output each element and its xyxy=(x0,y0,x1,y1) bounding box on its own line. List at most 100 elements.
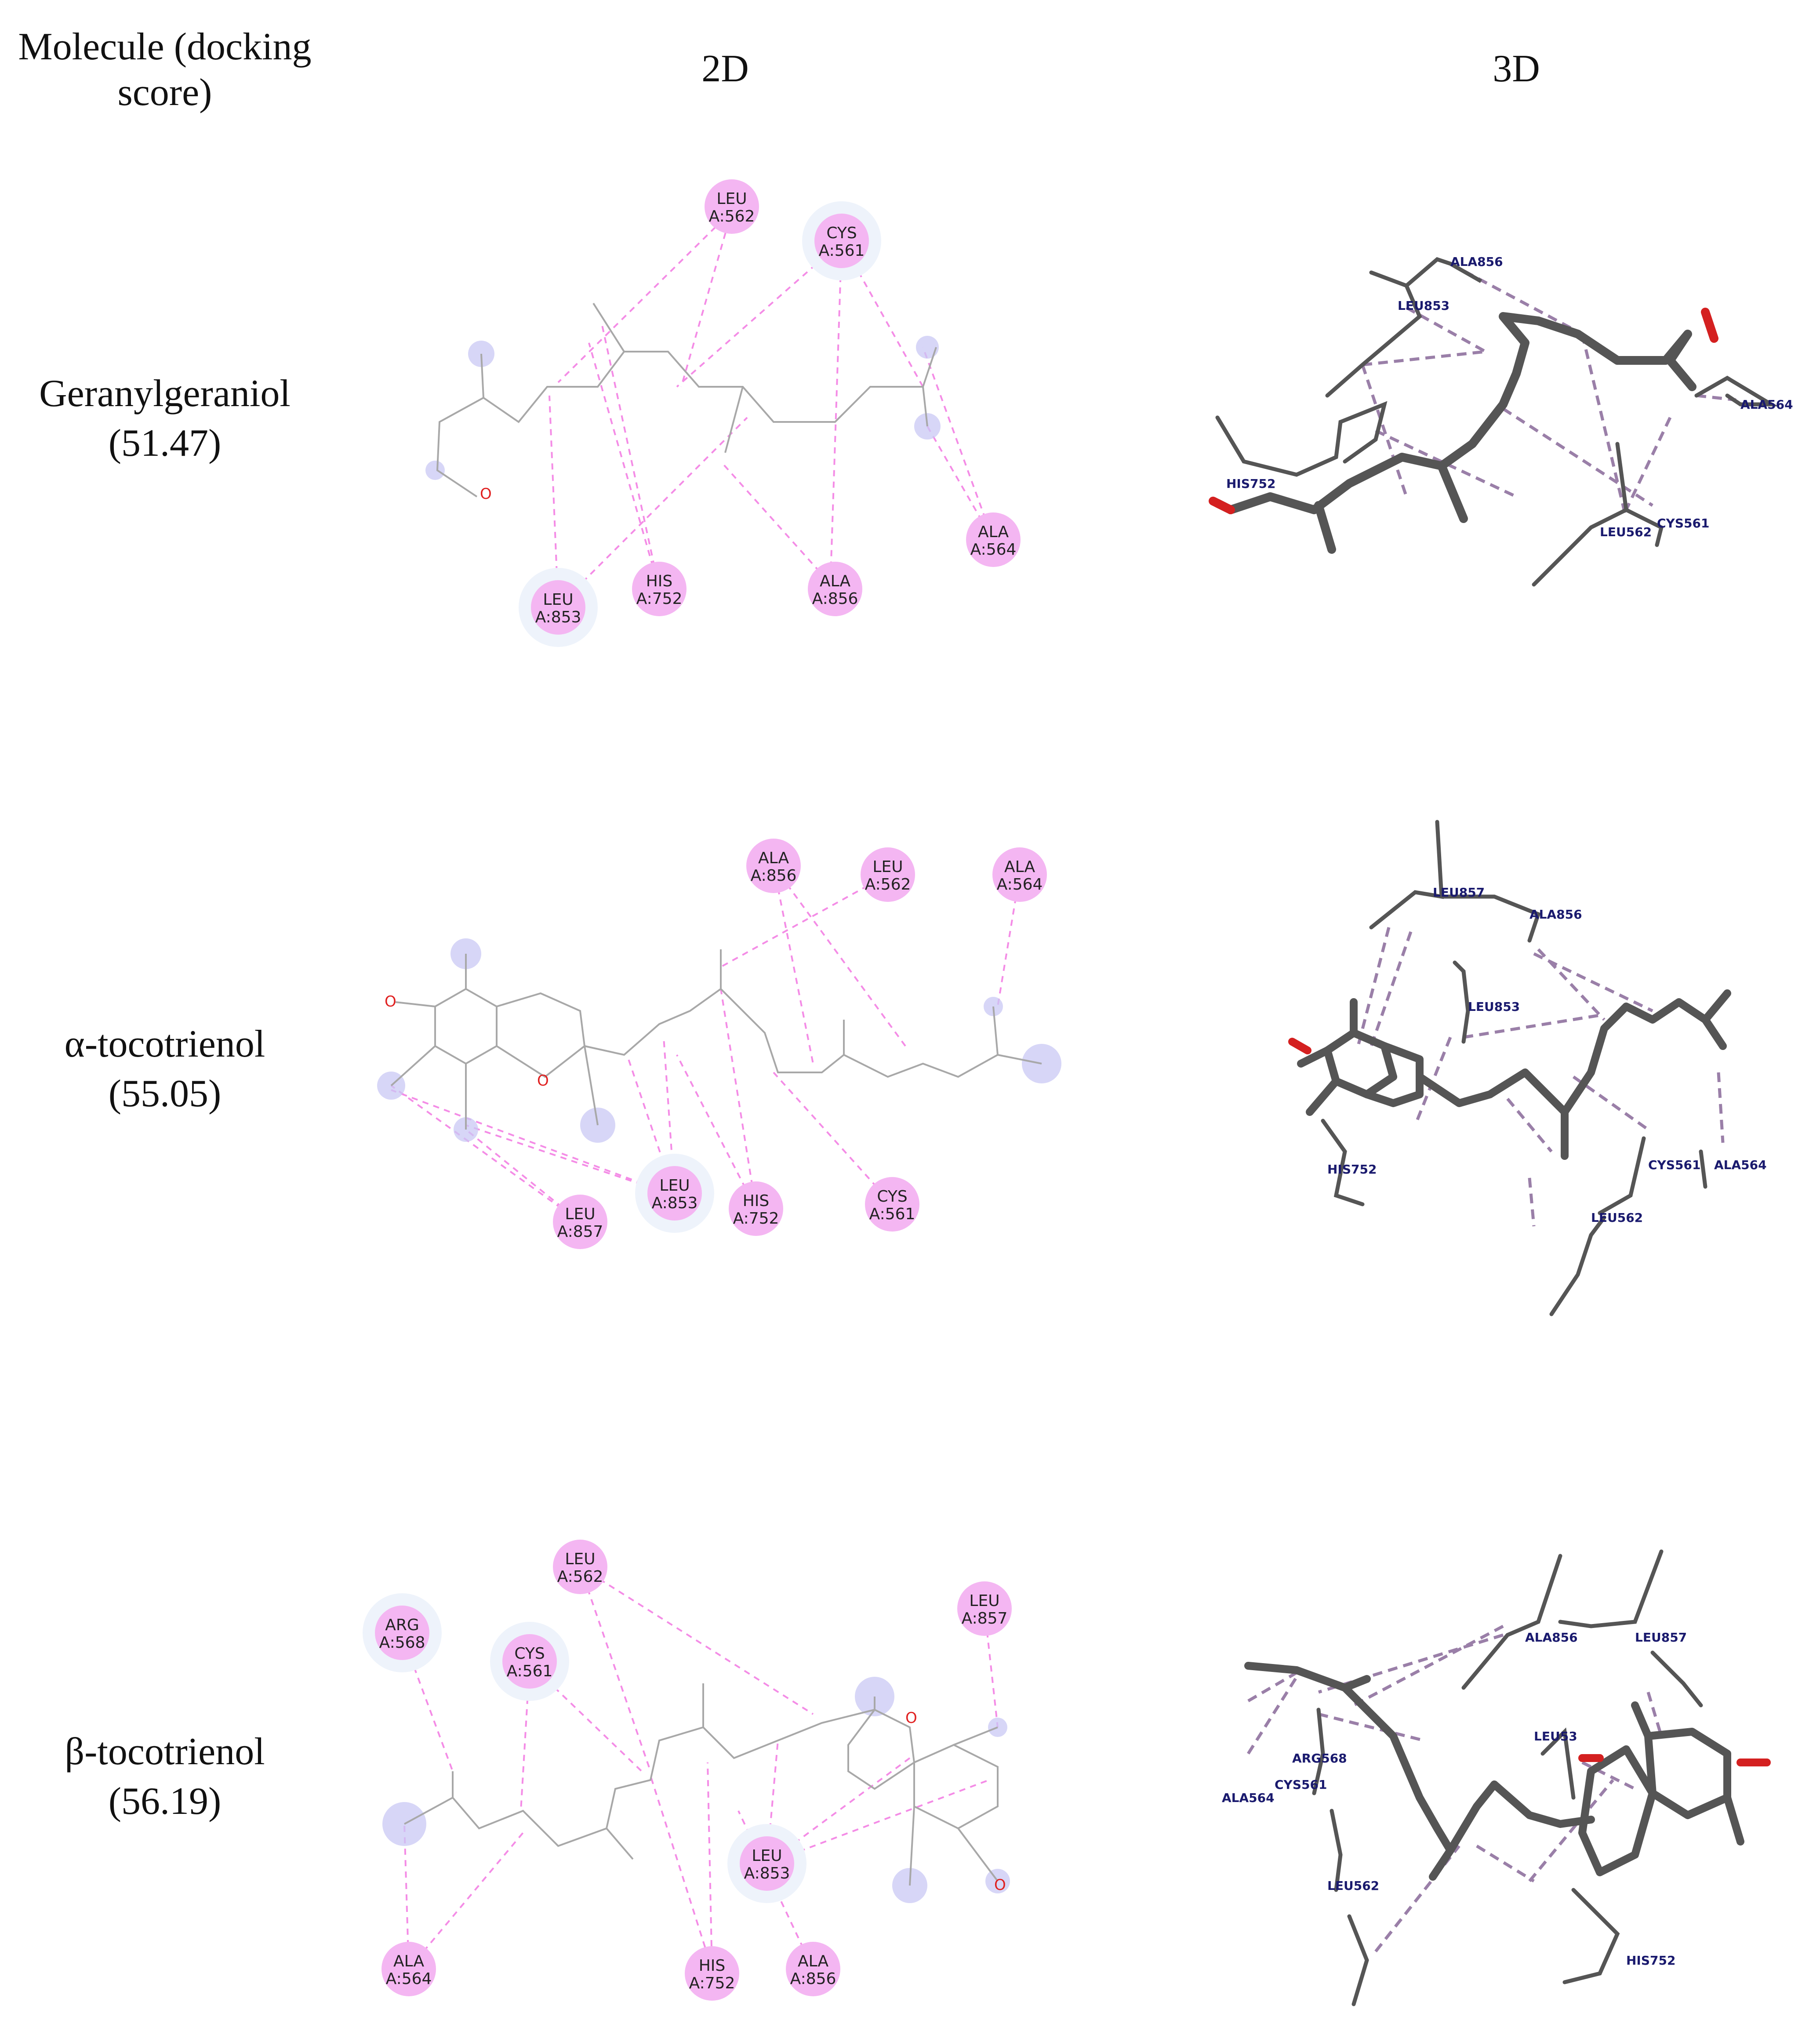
svg-text:A:856: A:856 xyxy=(751,867,797,885)
oxygen-atom: O xyxy=(537,1072,549,1090)
svg-text:ALA856: ALA856 xyxy=(1450,254,1503,269)
molecule-name: β-tocotrienol xyxy=(65,1730,265,1773)
svg-text:A:562: A:562 xyxy=(865,876,911,894)
svg-text:LEU: LEU xyxy=(565,1550,595,1568)
svg-text:ALA564: ALA564 xyxy=(1222,1791,1275,1805)
svg-text:A:561: A:561 xyxy=(507,1662,553,1680)
ligand-ring xyxy=(1323,1029,1424,1107)
svg-text:ARG568: ARG568 xyxy=(1292,1751,1347,1766)
svg-text:A:561: A:561 xyxy=(869,1205,915,1223)
structure-3d-geranylgeraniol: ALA856 LEU853 ALA564 HIS752 LEU562 CYS56… xyxy=(1209,254,1793,587)
residue-sticks xyxy=(1312,1549,1703,2006)
svg-text:LEU857: LEU857 xyxy=(1635,1630,1687,1645)
ligand-sticks xyxy=(1213,312,1696,554)
hydrophobic-halos xyxy=(425,336,941,480)
svg-text:ALA: ALA xyxy=(820,572,851,590)
svg-text:ALA: ALA xyxy=(798,1952,829,1970)
svg-text:HIS752: HIS752 xyxy=(1327,1162,1377,1177)
oxygen-atom: O xyxy=(480,485,492,503)
svg-text:CYS: CYS xyxy=(514,1645,545,1663)
oxygen-ends xyxy=(1209,308,1718,514)
svg-text:A:857: A:857 xyxy=(557,1223,603,1241)
dashed-contacts xyxy=(1356,927,1725,1227)
svg-text:LEU562: LEU562 xyxy=(1591,1210,1643,1225)
residue-sticks xyxy=(1321,820,1707,1316)
svg-text:LEU: LEU xyxy=(969,1592,999,1610)
svg-text:A:564: A:564 xyxy=(970,541,1017,559)
svg-text:A:562: A:562 xyxy=(709,207,755,225)
molecule-name: α-tocotrienol xyxy=(64,1023,265,1065)
svg-text:LEU857: LEU857 xyxy=(1433,885,1485,900)
hydrophobic-halos xyxy=(377,938,1061,1143)
svg-text:ALA: ALA xyxy=(393,1952,425,1970)
ligand-sticks xyxy=(1297,989,1731,1160)
svg-text:A:562: A:562 xyxy=(557,1568,603,1586)
ligand-skeleton xyxy=(436,302,937,498)
svg-text:ALA564: ALA564 xyxy=(1740,397,1793,412)
svg-text:A:752: A:752 xyxy=(733,1210,779,1228)
svg-text:LEU853: LEU853 xyxy=(1468,999,1520,1014)
svg-text:CYS561: CYS561 xyxy=(1657,516,1709,530)
oxygen-atom: O xyxy=(385,993,396,1010)
header-2d: 2D xyxy=(701,47,749,90)
svg-text:A:853: A:853 xyxy=(652,1194,698,1212)
molecule-row-3: β-tocotrienol (56.19) xyxy=(0,1727,330,1826)
svg-text:ARG: ARG xyxy=(385,1616,419,1634)
svg-text:LEU: LEU xyxy=(752,1847,782,1865)
contact-lines xyxy=(549,210,994,607)
svg-text:LEU: LEU xyxy=(872,858,903,876)
svg-text:A:561: A:561 xyxy=(819,242,865,260)
molecule-row-1: Geranylgeraniol (51.47) xyxy=(0,369,330,468)
svg-text:CYS: CYS xyxy=(877,1188,907,1206)
svg-text:LEU853: LEU853 xyxy=(1398,298,1449,313)
molecule-name: Geranylgeraniol xyxy=(39,372,291,415)
labels-3d: LEU857 ALA856 LEU853 HIS752 CYS561 ALA56… xyxy=(1327,885,1767,1225)
svg-text:LEU: LEU xyxy=(565,1205,595,1223)
svg-text:ALA: ALA xyxy=(1004,858,1035,876)
svg-text:A:564: A:564 xyxy=(997,876,1043,894)
oxygen-ends xyxy=(1578,1754,1771,1766)
svg-text:ALA856: ALA856 xyxy=(1529,907,1582,922)
svg-text:CYS561: CYS561 xyxy=(1648,1158,1700,1172)
svg-text:CYS: CYS xyxy=(826,224,857,242)
svg-text:A:752: A:752 xyxy=(636,590,683,608)
svg-text:A:857: A:857 xyxy=(962,1610,1008,1628)
ligand-skeleton xyxy=(404,1683,999,1886)
svg-text:A:853: A:853 xyxy=(535,608,581,626)
docking-score: (51.47) xyxy=(108,421,222,465)
structure-3d-alpha-tocotrienol: LEU857 ALA856 LEU853 HIS752 CYS561 ALA56… xyxy=(1288,820,1767,1316)
molecule-row-2: α-tocotrienol (55.05) xyxy=(0,1020,330,1119)
svg-text:A:564: A:564 xyxy=(386,1970,432,1988)
svg-text:CYS561: CYS561 xyxy=(1275,1777,1327,1792)
labels-3d: ALA856 LEU853 ALA564 HIS752 LEU562 CYS56… xyxy=(1226,254,1793,539)
svg-text:HIS: HIS xyxy=(646,572,673,590)
residue-sticks xyxy=(1215,257,1779,587)
oxygen-ends xyxy=(1288,1038,1311,1054)
svg-text:HIS: HIS xyxy=(699,1957,726,1975)
svg-text:A:752: A:752 xyxy=(689,1974,735,1992)
svg-text:LEU: LEU xyxy=(659,1177,690,1195)
svg-text:HIS752: HIS752 xyxy=(1226,476,1275,491)
header-molecule: Molecule (docking score) xyxy=(18,25,312,114)
